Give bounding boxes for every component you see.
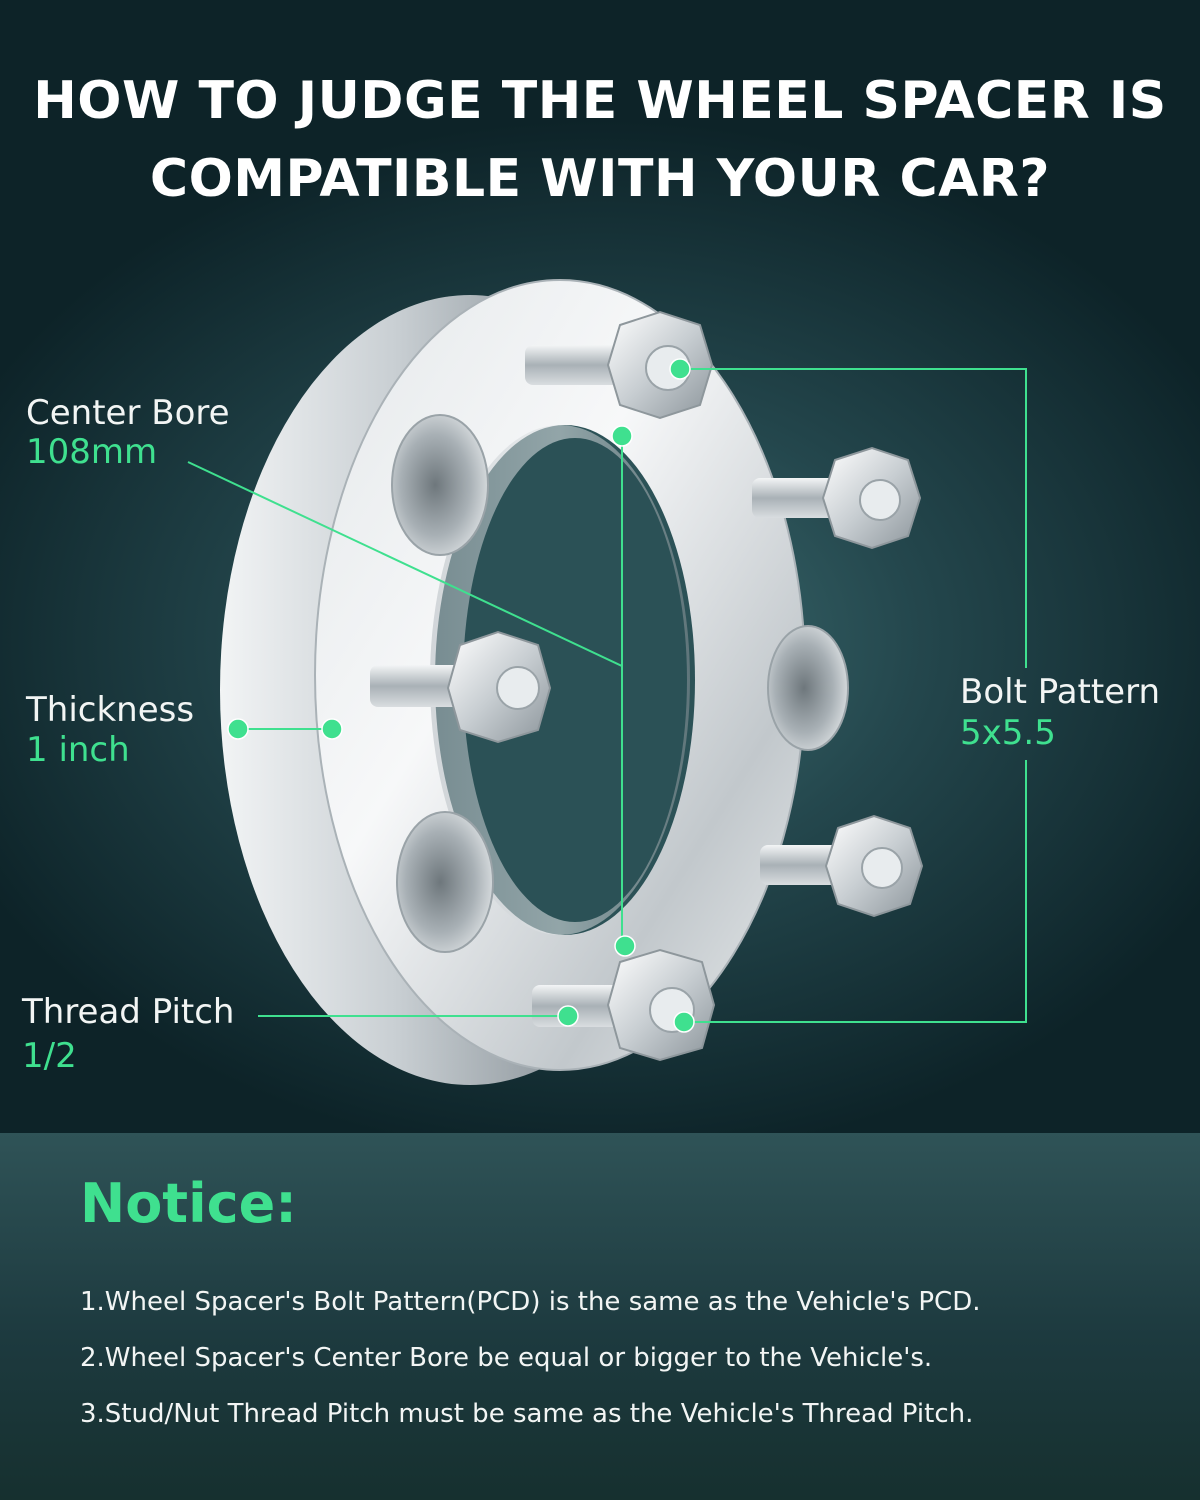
thickness-label: Thickness — [26, 690, 195, 730]
bolt-pattern-line-lower — [684, 760, 1027, 1023]
title-line-1: HOW TO JUDGE THE WHEEL SPACER IS — [33, 71, 1167, 131]
stud-left — [370, 630, 552, 744]
thickness-value: 1 inch — [26, 730, 130, 770]
bore-bottom-dot — [614, 935, 636, 957]
bolt-pattern-value: 5x5.5 — [960, 713, 1056, 753]
callout-lines — [187, 368, 1027, 1023]
bolt-top-dot — [669, 358, 691, 380]
bore-top-dot — [611, 425, 633, 447]
wheel-spacer-image — [220, 279, 924, 1085]
notice-panel — [0, 1133, 1200, 1500]
thread-pitch-value: 1/2 — [22, 1036, 77, 1076]
thread-pitch-label: Thread Pitch — [22, 992, 235, 1032]
bolt-bottom-dot — [673, 1011, 695, 1033]
center-bore-label: Center Bore — [26, 393, 230, 433]
callout-dots — [227, 358, 695, 1033]
bolt-pattern-label: Bolt Pattern — [960, 672, 1161, 712]
thread-pitch-dot — [557, 1005, 579, 1027]
notice-item-3: 3.Stud/Nut Thread Pitch must be same as … — [80, 1399, 974, 1429]
thickness-dot-right — [321, 718, 343, 740]
notice-item-1: 1.Wheel Spacer's Bolt Pattern(PCD) is th… — [80, 1287, 981, 1317]
thickness-dot-left — [227, 718, 249, 740]
bolt-pattern-line — [680, 368, 1027, 668]
title-line-2: COMPATIBLE WITH YOUR CAR? — [149, 149, 1051, 209]
wheel-spacer-diagram — [187, 279, 1027, 1085]
stud-bottom — [532, 948, 716, 1062]
notice-title: Notice: — [80, 1172, 297, 1235]
stud-upper-right — [752, 446, 922, 550]
stud-lower-right — [760, 814, 924, 918]
center-bore-value: 108mm — [26, 432, 158, 472]
page-title: HOW TO JUDGE THE WHEEL SPACER IS COMPATI… — [0, 62, 1200, 218]
notice-item-2: 2.Wheel Spacer's Center Bore be equal or… — [80, 1343, 933, 1373]
